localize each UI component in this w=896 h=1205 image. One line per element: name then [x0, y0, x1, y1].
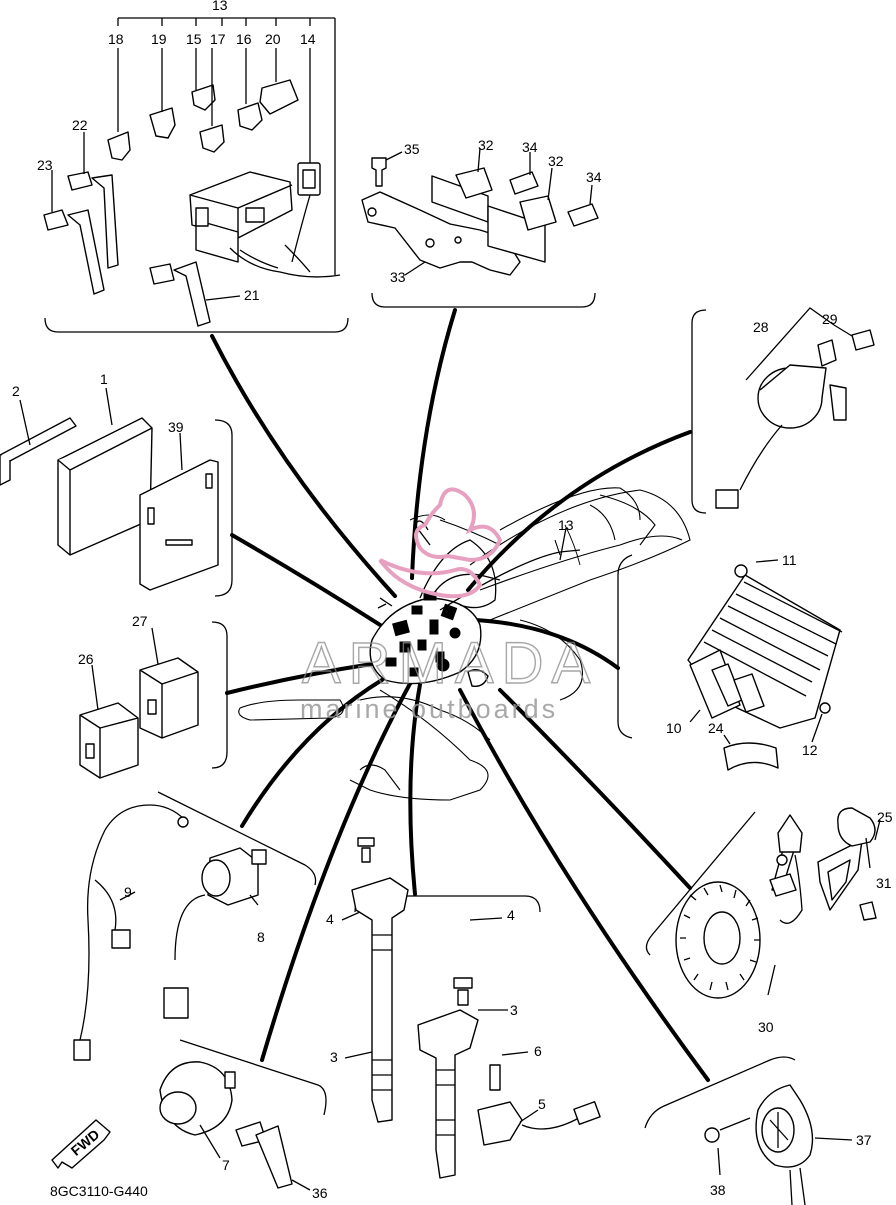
- callout-15: 15: [186, 31, 202, 47]
- callout-27: 27: [132, 613, 148, 629]
- callout-7: 7: [222, 1157, 230, 1173]
- callout-13-frame: 13: [558, 517, 574, 533]
- meter-switch-group: [51, 1061, 311, 1191]
- callout-34-top: 34: [522, 139, 538, 155]
- callout-36: 36: [312, 1185, 328, 1201]
- ignition-coil-group: [341, 837, 601, 1179]
- callout-14: 14: [300, 31, 316, 47]
- relay-group: [79, 627, 199, 779]
- callout-21: 21: [244, 287, 260, 303]
- callout-17: 17: [210, 31, 226, 47]
- ecu-group: [0, 387, 219, 591]
- callout-35: 35: [404, 141, 420, 157]
- watermark-logo: ARMADA marine outboards: [300, 487, 598, 724]
- regulator-group: [687, 559, 843, 771]
- callout-2: 2: [12, 383, 20, 399]
- callout-16: 16: [236, 31, 252, 47]
- callout-26: 26: [78, 651, 94, 667]
- callout-4-left: 4: [326, 911, 334, 927]
- callout-10: 10: [666, 720, 682, 736]
- callout-39: 39: [168, 419, 184, 435]
- callout-9: 9: [124, 884, 132, 900]
- callout-12: 12: [802, 742, 818, 758]
- callout-18: 18: [108, 31, 124, 47]
- lead-and-sensor-group: [73, 804, 267, 1061]
- callout-1: 1: [100, 371, 108, 387]
- callout-32-left: 32: [478, 137, 494, 153]
- diagram-code: 8GC3110-G440: [50, 1183, 148, 1199]
- callout-20: 20: [265, 31, 281, 47]
- callout-34-right: 34: [586, 169, 602, 185]
- callout-5: 5: [538, 1096, 546, 1112]
- callout-37: 37: [856, 1132, 872, 1148]
- callout-31: 31: [876, 875, 892, 891]
- relay-bracket-group: [361, 147, 599, 276]
- horn-group: [704, 1084, 853, 1205]
- callout-3-right: 3: [510, 1002, 518, 1018]
- callout-22: 22: [72, 117, 88, 133]
- callout-11: 11: [782, 552, 797, 568]
- callout-24: 24: [708, 720, 724, 736]
- leader-lines: [210, 308, 710, 1082]
- callout-32-right: 32: [548, 153, 564, 169]
- callout-8: 8: [257, 929, 265, 945]
- callout-29: 29: [822, 311, 838, 327]
- callout-13-top: 13: [212, 0, 228, 13]
- callout-28: 28: [753, 319, 769, 335]
- frame-sketch: [238, 487, 691, 801]
- pickup-rotor-group: [675, 807, 881, 999]
- watermark-tagline: marine outboards: [300, 694, 558, 724]
- callout-38: 38: [710, 1182, 726, 1198]
- central-wire-harness: [369, 520, 581, 687]
- callout-3-left: 3: [330, 1049, 338, 1065]
- fuse-box-group: [43, 48, 341, 327]
- watermark-brand: ARMADA: [302, 631, 598, 696]
- callout-4-right: 4: [507, 907, 515, 923]
- callout-numbers: 13 18 19 15 17 16 20 14 22 23 21 35 32 3…: [12, 0, 893, 1201]
- callout-19: 19: [151, 31, 167, 47]
- callout-33: 33: [390, 269, 406, 285]
- main-switch-group: [715, 307, 875, 509]
- callout-30: 30: [758, 1019, 774, 1035]
- callout-23: 23: [37, 157, 53, 173]
- callout-6: 6: [534, 1043, 542, 1059]
- callout-25: 25: [877, 809, 893, 825]
- part-13-harness-label: [117, 17, 567, 561]
